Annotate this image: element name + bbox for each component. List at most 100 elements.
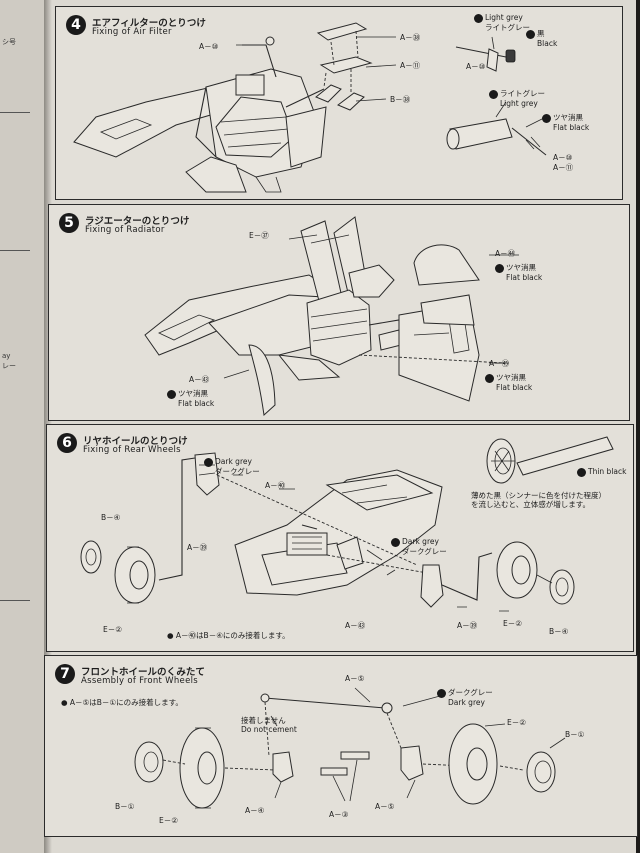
part-label: A－⑩	[466, 62, 486, 71]
paint-callout: ダークグレー Dark grey	[437, 688, 493, 707]
paint-dot-icon	[474, 13, 483, 23]
paint-en: Flat black	[506, 272, 543, 282]
left-page-edge: シ号 ay レー	[0, 0, 45, 853]
radiator-diagram	[144, 216, 519, 417]
paint-callout: 黒 Black	[526, 29, 557, 48]
part-label: A－⑩	[199, 42, 219, 51]
part-label: A－㊵	[265, 481, 286, 490]
do-not-cement-en: Do not cement	[241, 725, 297, 734]
paint-en: Light grey	[500, 98, 538, 108]
step-5-title-en: Fixing of Radiator	[85, 225, 165, 235]
step-6-footnote: ● A－㊵はB－④にのみ接着します。	[167, 631, 290, 640]
left-page-fragment: シ号	[2, 38, 16, 46]
part-label: A－㊸	[345, 621, 366, 630]
paint-dot-icon	[577, 467, 586, 477]
part-label: A－㊺	[489, 359, 510, 368]
do-not-cement-note: 接着しません Do not cement	[241, 716, 297, 734]
paint-callout: ツヤ消黒 Flat black	[495, 263, 542, 282]
paint-en: Flat black	[553, 122, 590, 132]
part-label: A－㊳	[400, 33, 421, 42]
step-5-panel: 5 ラジエーターのとりつけ Fixing of Radiator E－㊲ A－㊹…	[48, 204, 630, 421]
paint-dot-icon	[489, 89, 498, 99]
paint-jp: ライトグレー	[485, 22, 530, 32]
paint-en: Light grey	[485, 13, 523, 22]
air-filter-diagram	[73, 22, 547, 193]
step-7-note: ● A－⑤はB－①にのみ接着します。	[61, 698, 183, 707]
paint-jp: ダークグレー	[215, 466, 260, 476]
paint-callout: ツヤ消黒 Flat black	[485, 373, 532, 392]
part-label: B－①	[115, 802, 135, 811]
part-label: B－㊳	[390, 95, 411, 104]
step-4-title-en: Fixing of Air Filter	[92, 27, 172, 37]
front-wheels-diagram	[134, 687, 566, 809]
part-label: E－㊲	[249, 231, 269, 240]
paint-en: Thin black	[588, 467, 627, 476]
paint-jp: ツヤ消黒	[178, 389, 208, 398]
step-5-title-jp: ラジエーターのとりつけ	[85, 216, 190, 227]
step-5-number: 5	[59, 213, 79, 233]
do-not-cement-jp: 接着しません	[241, 716, 286, 725]
step-6-number: 6	[57, 433, 77, 453]
part-label: B－④	[549, 627, 569, 636]
paint-dot-icon	[167, 389, 176, 399]
paint-jp: ライトグレー	[500, 89, 545, 98]
paint-callout: Light grey ライトグレー	[474, 13, 530, 32]
paint-dot-icon	[542, 113, 551, 123]
paint-jp: ツヤ消黒	[553, 113, 583, 122]
paint-callout: ツヤ消黒 Flat black	[167, 389, 214, 408]
part-label: A－⑪	[553, 163, 574, 172]
left-page-rule	[0, 600, 30, 601]
step-7-number: 7	[55, 664, 75, 684]
thin-black-note-line: を流し込むと、立体感が増します。	[471, 500, 590, 509]
part-label: A－③	[329, 810, 349, 819]
paint-callout: Dark grey ダークグレー	[204, 457, 260, 476]
paint-en: Dark grey	[448, 697, 485, 707]
paint-dot-icon	[526, 29, 535, 39]
paint-callout: ライトグレー Light grey	[489, 89, 545, 108]
paint-jp: ダークグレー	[402, 546, 447, 556]
part-label: A－⑤	[375, 802, 395, 811]
paint-dot-icon	[495, 263, 504, 273]
thin-black-note: 薄めた黒（シンナーに色を付けた程度） を流し込むと、立体感が増します。	[471, 491, 606, 509]
paint-en: Dark grey	[215, 457, 252, 466]
paint-en: Flat black	[178, 398, 215, 408]
part-label: A－㊴	[457, 621, 478, 630]
part-label: A－⑩	[553, 153, 573, 162]
paint-dot-icon	[437, 688, 446, 698]
rear-wheels-diagram	[80, 436, 614, 612]
step-6-panel: 6 リヤホイールのとりつけ Fixing of Rear Wheels	[46, 424, 634, 652]
step-4-number: 4	[66, 15, 86, 35]
paint-callout: Thin black	[577, 467, 626, 477]
step-7-title-jp: フロントホイールのくみたて	[81, 667, 205, 678]
part-label: E－②	[503, 619, 522, 628]
paint-jp: 黒	[537, 29, 545, 38]
step-6-title-en: Fixing of Rear Wheels	[83, 445, 181, 455]
part-label: A－④	[245, 806, 265, 815]
paint-dot-icon	[391, 537, 400, 547]
step-4-panel: 4 エアフィルターのとりつけ Fixing of Air Filter	[55, 6, 623, 200]
paint-en: Black	[537, 38, 558, 48]
left-page-rule	[0, 250, 30, 251]
paint-callout: ツヤ消黒 Flat black	[542, 113, 589, 132]
part-label: A－⑤	[345, 674, 365, 683]
step-7-title-en: Assembly of Front Wheels	[81, 676, 199, 686]
paint-jp: ダークグレー	[448, 688, 493, 697]
part-label: A－㊹	[495, 249, 516, 258]
step-4-title-jp: エアフィルターのとりつけ	[92, 18, 206, 29]
part-label: E－②	[103, 625, 122, 634]
step-6-title-jp: リヤホイールのとりつけ	[83, 436, 188, 447]
paint-jp: ツヤ消黒	[496, 373, 526, 382]
paint-dot-icon	[485, 373, 494, 383]
paint-en: Dark grey	[402, 537, 439, 546]
part-label: A－㊸	[189, 375, 210, 384]
part-label: A－⑪	[400, 61, 421, 70]
paint-jp: ツヤ消黒	[506, 263, 536, 272]
part-label: E－②	[159, 816, 178, 825]
left-page-rule	[0, 112, 30, 113]
left-page-fragment: レー	[2, 362, 16, 370]
left-page-fragment: ay	[2, 352, 11, 360]
step-7-panel: 7 フロントホイールのくみたて Assembly of Front Wheels…	[44, 655, 638, 837]
paint-callout: Dark grey ダークグレー	[391, 537, 447, 556]
thin-black-note-line: 薄めた黒（シンナーに色を付けた程度）	[471, 491, 606, 500]
part-label: A－㊴	[187, 543, 208, 552]
